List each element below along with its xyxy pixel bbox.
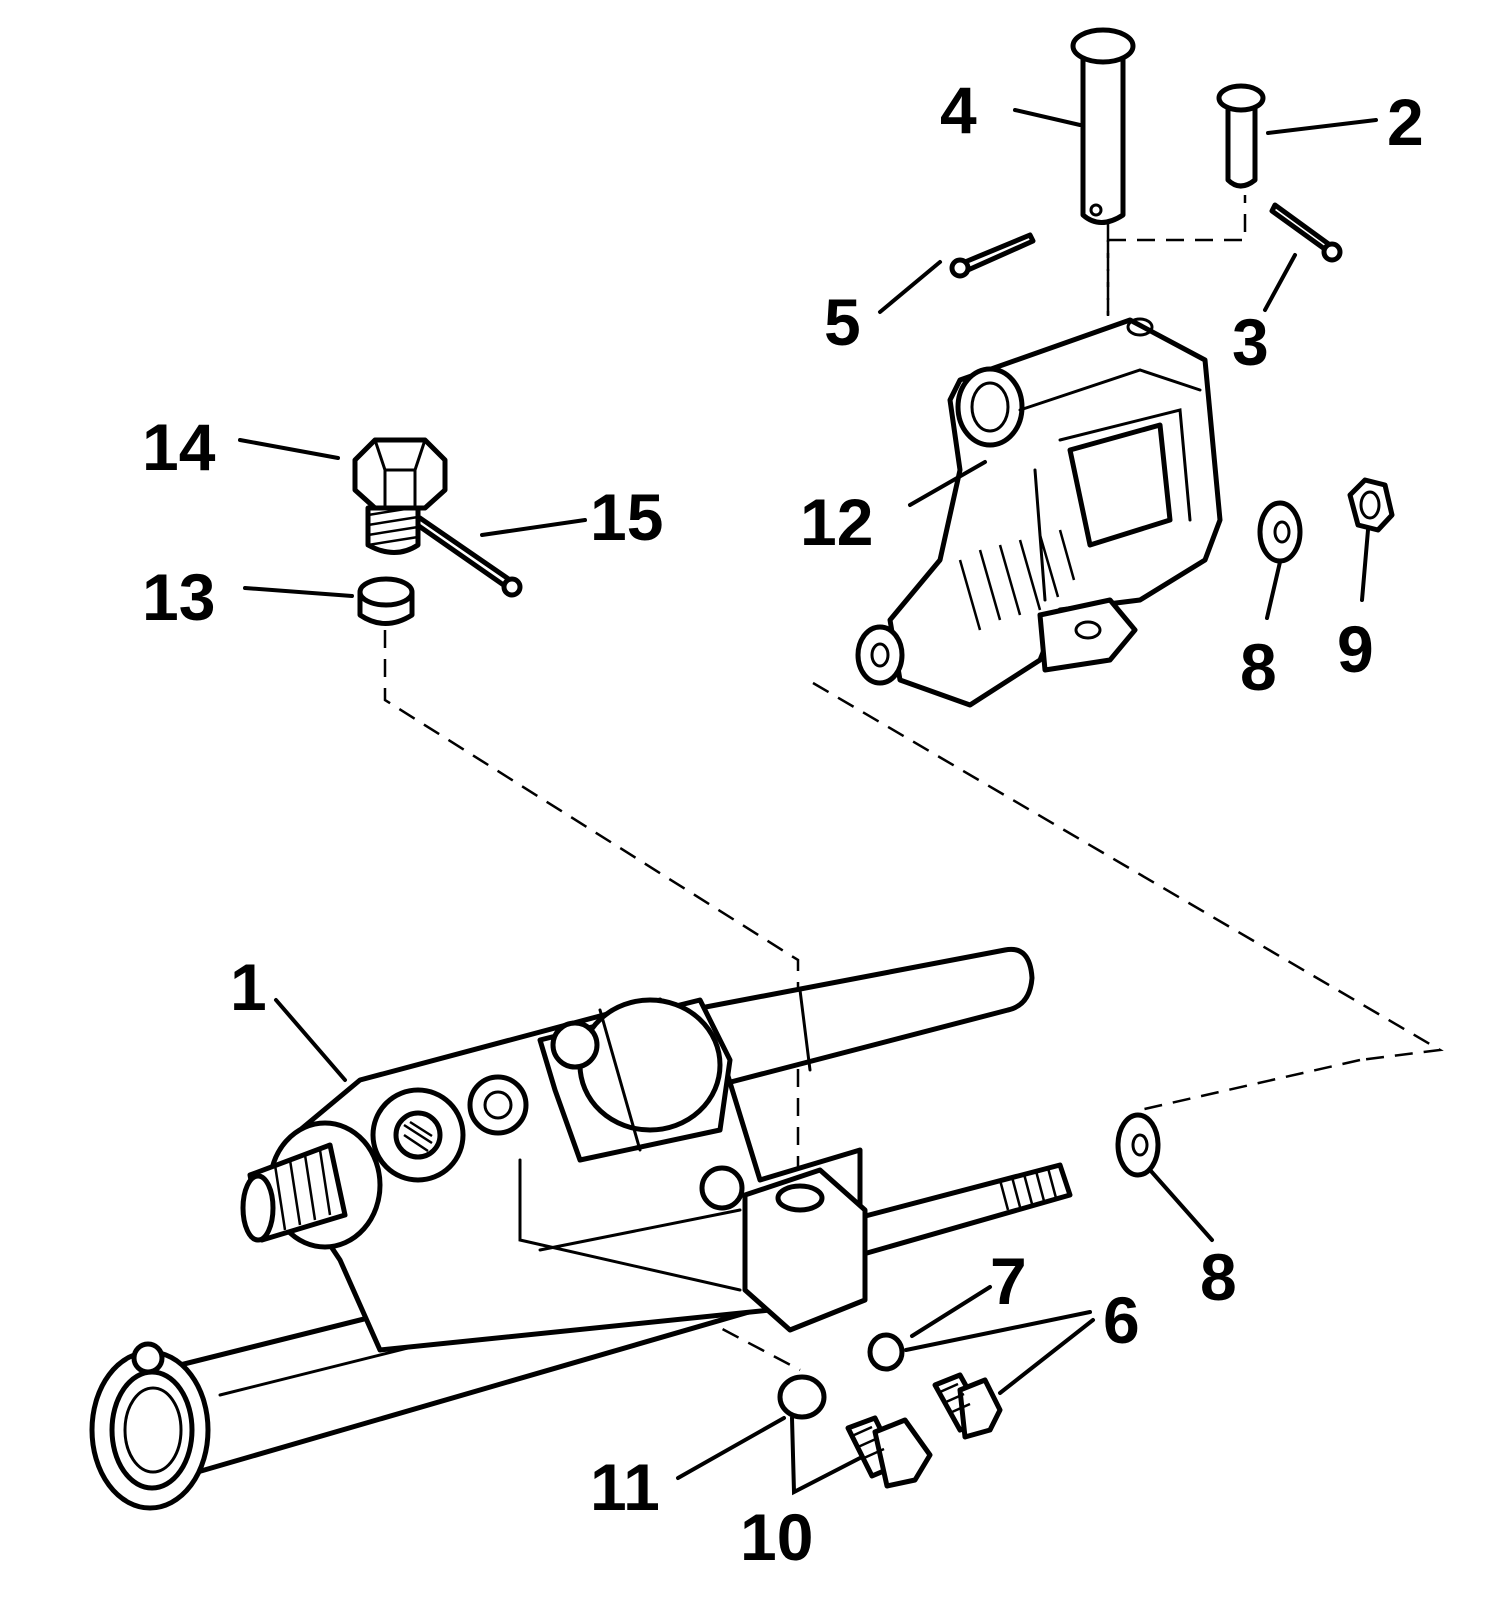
part-4-clevis-pin	[1070, 27, 1136, 225]
callout-15: 15	[590, 480, 663, 554]
part-11-o-ring	[777, 1374, 827, 1420]
part-6-fitting	[932, 1372, 1003, 1440]
callout-11: 11	[590, 1450, 660, 1524]
callout-6: 6	[1103, 1283, 1140, 1357]
callout-8-upper: 8	[1240, 630, 1277, 704]
leader-lines	[238, 108, 1378, 1496]
callout-12: 12	[800, 485, 873, 559]
callout-8-lower: 8	[1200, 1240, 1237, 1314]
part-10-fitting	[845, 1415, 933, 1489]
callout-5: 5	[824, 285, 861, 359]
part-8-washer-upper	[1257, 500, 1303, 564]
callout-7: 7	[990, 1244, 1027, 1318]
callout-9: 9	[1337, 612, 1374, 686]
callout-13: 13	[142, 560, 215, 634]
callout-2: 2	[1387, 85, 1424, 159]
part-7-o-ring	[867, 1332, 905, 1372]
part-3-cotter-pin	[1269, 202, 1343, 263]
part-8-washer-lower	[1115, 1112, 1161, 1178]
callout-3: 3	[1232, 305, 1269, 379]
part-9-nut	[1347, 477, 1395, 533]
callout-10: 10	[740, 1500, 813, 1574]
part-2-short-pin	[1216, 83, 1266, 189]
part-13-bushing	[357, 576, 415, 626]
callout-numbers: 1 2 3 4 5 6 7 8 8 9 10 11 12 13 14 15	[142, 73, 1424, 1574]
part-1-main-housing	[89, 946, 1073, 1511]
part-12-bracket	[855, 317, 1223, 708]
part-15-cotter-pin	[413, 515, 523, 598]
callout-14: 14	[142, 410, 216, 484]
callout-1: 1	[230, 950, 267, 1024]
callout-4: 4	[940, 73, 977, 147]
part-5-cotter-pin	[949, 232, 1036, 279]
part-14-bolt	[352, 437, 448, 555]
